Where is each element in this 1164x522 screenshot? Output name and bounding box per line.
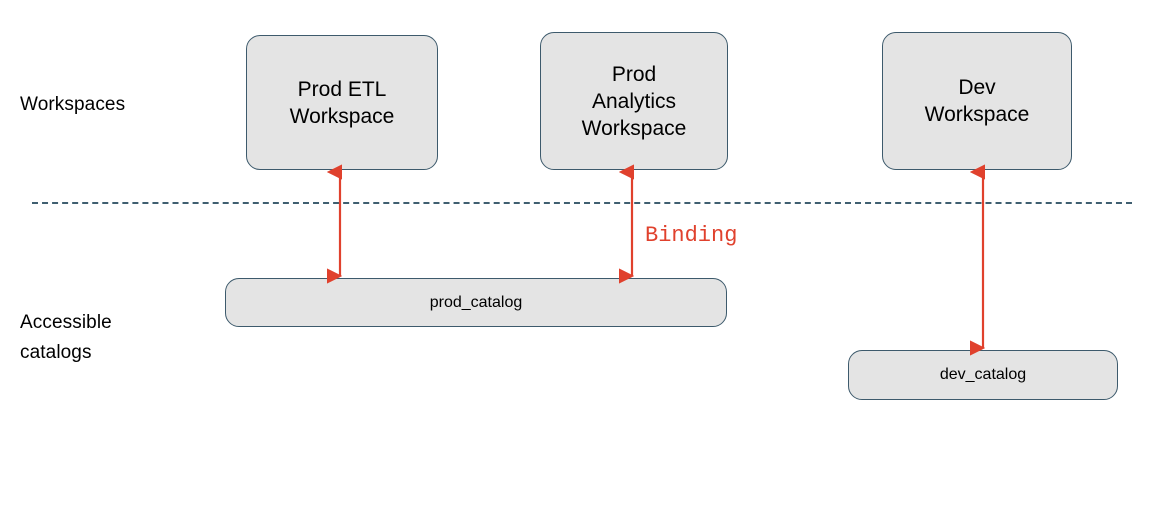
row-label-workspaces: Workspaces: [20, 94, 126, 115]
node-prod-catalog[interactable]: prod_catalog: [225, 278, 727, 327]
node-dev-catalog[interactable]: dev_catalog: [848, 350, 1118, 400]
arrow-prod-etl-to-prod-catalog: [326, 164, 343, 284]
row-label-accessible-catalogs: Accessible catalogs: [20, 312, 112, 363]
node-dev-catalog-label: dev_catalog: [939, 366, 1027, 383]
tier-divider-line: [32, 202, 1132, 204]
node-prod-analytics-workspace[interactable]: Prod Analytics Workspace: [540, 32, 728, 170]
annotation-binding-label: Binding: [645, 223, 738, 248]
node-dev-workspace-label: Dev Workspace: [924, 76, 1030, 126]
node-prod-etl-workspace-label: Prod ETL Workspace: [289, 77, 395, 128]
arrow-prod-analytics-to-prod-catalog: [618, 164, 635, 284]
node-prod-analytics-workspace-label: Prod Analytics Workspace: [581, 62, 687, 140]
arrow-dev-to-dev-catalog: [969, 164, 986, 356]
node-dev-workspace[interactable]: Dev Workspace: [882, 32, 1072, 170]
node-prod-etl-workspace[interactable]: Prod ETL Workspace: [246, 35, 438, 170]
node-prod-catalog-label: prod_catalog: [429, 293, 523, 311]
